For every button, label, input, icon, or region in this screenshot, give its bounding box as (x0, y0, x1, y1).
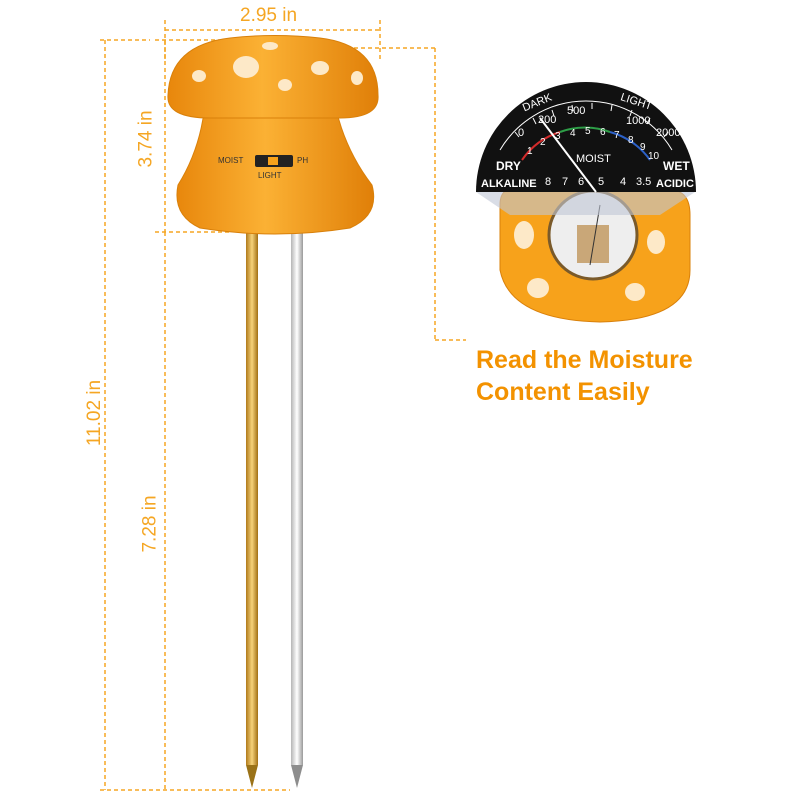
meter-needle (539, 117, 597, 193)
switch-label-moist: MOIST (218, 156, 244, 165)
ph-scale-7: 7 (562, 176, 569, 188)
ph-scale-6: 6 (578, 176, 585, 188)
meter-alkaline-label: ALKALINE (481, 178, 537, 190)
meter-dry-label: DRY (496, 159, 521, 173)
moist-scale-4: 4 (570, 128, 576, 139)
meter-wet-label: WET (663, 159, 690, 173)
gold-probe (246, 225, 258, 788)
moist-scale-3: 3 (555, 131, 561, 142)
moist-scale-10: 10 (648, 151, 660, 162)
moist-scale-6: 6 (600, 127, 606, 138)
moist-scale-5: 5 (585, 126, 591, 137)
moist-scale-7: 7 (614, 130, 620, 141)
ph-scale-8: 8 (545, 176, 552, 188)
moist-scale-1: 1 (527, 146, 533, 157)
moisture-arc-red (521, 131, 561, 161)
moist-scale-8: 8 (628, 135, 634, 146)
switch-label-ph: PH (297, 156, 309, 165)
moisture-arc-blue (609, 131, 651, 161)
switch-label-light: LIGHT (258, 171, 282, 180)
ph-scale-5: 5 (598, 176, 605, 188)
moist-scale-9: 9 (640, 142, 646, 153)
light-scale-0: 0 (518, 127, 525, 139)
callout-line-2: Content Easily (476, 378, 650, 406)
light-scale-500: 500 (567, 105, 586, 117)
moist-scale-2: 2 (540, 137, 546, 148)
meter-moist-label: MOIST (576, 153, 611, 165)
width-dimension-label: 2.95 in (240, 5, 298, 26)
light-scale-200: 200 (538, 114, 557, 126)
light-scale-1000: 1000 (626, 115, 651, 127)
ph-scale-4: 4 (620, 176, 627, 188)
silver-probe (291, 225, 303, 788)
light-scale-2000: 2000 (656, 127, 681, 139)
moisture-callout: Read the Moisture Content Easily (476, 344, 776, 408)
ph-scale-3-5: 3.5 (636, 176, 652, 188)
callout-line-1: Read the Moisture (476, 346, 693, 374)
meter-acidic-label: ACIDIC (656, 178, 694, 190)
moisture-arc-green (559, 126, 611, 133)
